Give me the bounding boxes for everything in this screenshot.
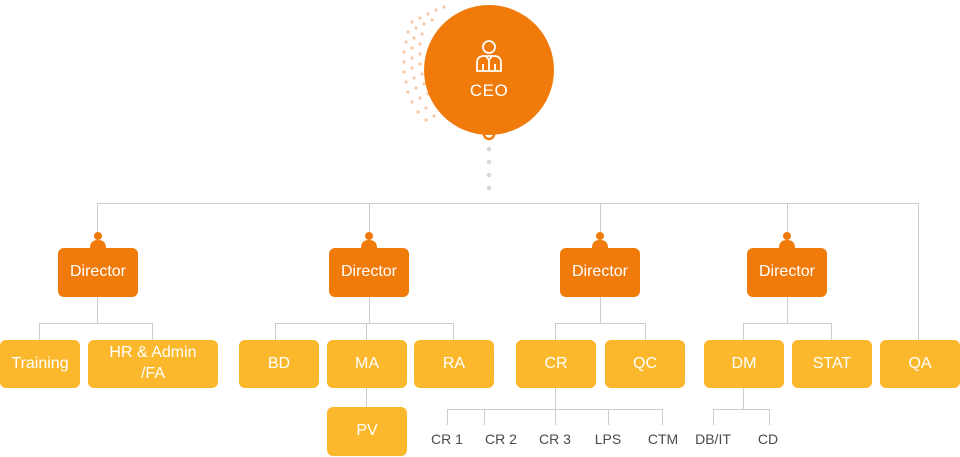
director-person-icon (361, 232, 377, 248)
dept-qa: QA (880, 340, 960, 388)
dept-dm: DM (704, 340, 784, 388)
unit-db-it: DB/IT (695, 431, 731, 447)
decorative-dot-pattern (402, 5, 446, 122)
dept-pv: PV (327, 407, 407, 456)
ceo-stem (482, 127, 496, 191)
director-node-2: Director (329, 248, 409, 297)
unit-cr-2: CR 2 (485, 431, 517, 447)
dept-qc: QC (605, 340, 685, 388)
director-node-3: Director (560, 248, 640, 297)
ceo-label: CEO (469, 81, 509, 100)
director-person-icon (592, 232, 608, 248)
unit-lps: LPS (594, 431, 622, 447)
unit-cr-3: CR 3 (539, 431, 571, 447)
dept-training: Training (0, 340, 80, 388)
director-node-1: Director (58, 248, 138, 297)
dept-bd: BD (239, 340, 319, 388)
unit-cd: CD (757, 431, 779, 447)
dept-cr: CR (516, 340, 596, 388)
unit-ctm: CTM (647, 431, 679, 447)
unit-cr-1: CR 1 (431, 431, 463, 447)
director-person-icon (90, 232, 106, 248)
dept-ra: RA (414, 340, 494, 388)
director-node-4: Director (747, 248, 827, 297)
dept-stat: STAT (792, 340, 872, 388)
director-person-icon (779, 232, 795, 248)
dept-hr-admin-fa: HR & Admin /FA (88, 340, 218, 388)
dept-ma: MA (327, 340, 407, 388)
person-icon (476, 40, 502, 72)
ceo-node: CEO (424, 5, 554, 135)
